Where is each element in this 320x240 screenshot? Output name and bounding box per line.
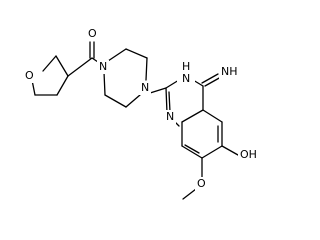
atom-ring-oxygen: O xyxy=(23,69,35,83)
atom-hydroxyl: OH xyxy=(238,148,260,162)
bond xyxy=(182,188,197,200)
bond xyxy=(181,145,203,159)
bond xyxy=(56,75,69,96)
atom-carbonyl-oxygen: O xyxy=(86,27,98,41)
bond xyxy=(125,94,141,108)
bond xyxy=(55,55,69,77)
atom-label: N xyxy=(99,60,107,73)
atom-label: OH xyxy=(240,148,257,161)
atom-label: NH xyxy=(221,65,238,78)
atom-label: O xyxy=(88,27,97,40)
atom-piperazine-n-bottom: N xyxy=(139,81,151,95)
double-bond xyxy=(201,73,219,84)
bond xyxy=(149,87,167,94)
atom-methoxy-oxygen: O xyxy=(195,177,207,191)
bond xyxy=(67,57,93,77)
atom-label: O xyxy=(197,177,206,190)
bond xyxy=(107,48,127,62)
atom-nh-nitrogen: H N xyxy=(177,60,195,86)
bond xyxy=(184,144,200,154)
bond xyxy=(201,145,223,159)
bond xyxy=(202,109,223,123)
atom-piperazine-n-top: N xyxy=(97,60,109,74)
chemical-structure-diagram: O O N N H N N NH OH xyxy=(23,27,260,200)
double-bond xyxy=(204,76,222,87)
bond xyxy=(103,71,106,96)
atom-label: N xyxy=(141,81,149,94)
atom-label: N xyxy=(182,72,190,85)
bond xyxy=(165,79,180,89)
atom-label: N xyxy=(166,110,174,123)
bond xyxy=(181,109,204,123)
bond xyxy=(42,55,57,72)
atom-labels: O O N N H N N NH OH xyxy=(23,27,260,191)
bond xyxy=(125,48,148,59)
bond xyxy=(168,91,171,113)
bond xyxy=(165,87,168,114)
atom-ring-n-bottom: N xyxy=(164,110,176,124)
bond xyxy=(104,94,127,108)
bond xyxy=(145,57,148,81)
atom-label: H xyxy=(182,60,190,73)
bond xyxy=(221,145,239,156)
atom-imine: NH xyxy=(219,65,241,79)
atom-label: O xyxy=(25,69,34,82)
bond-lines xyxy=(31,41,239,200)
